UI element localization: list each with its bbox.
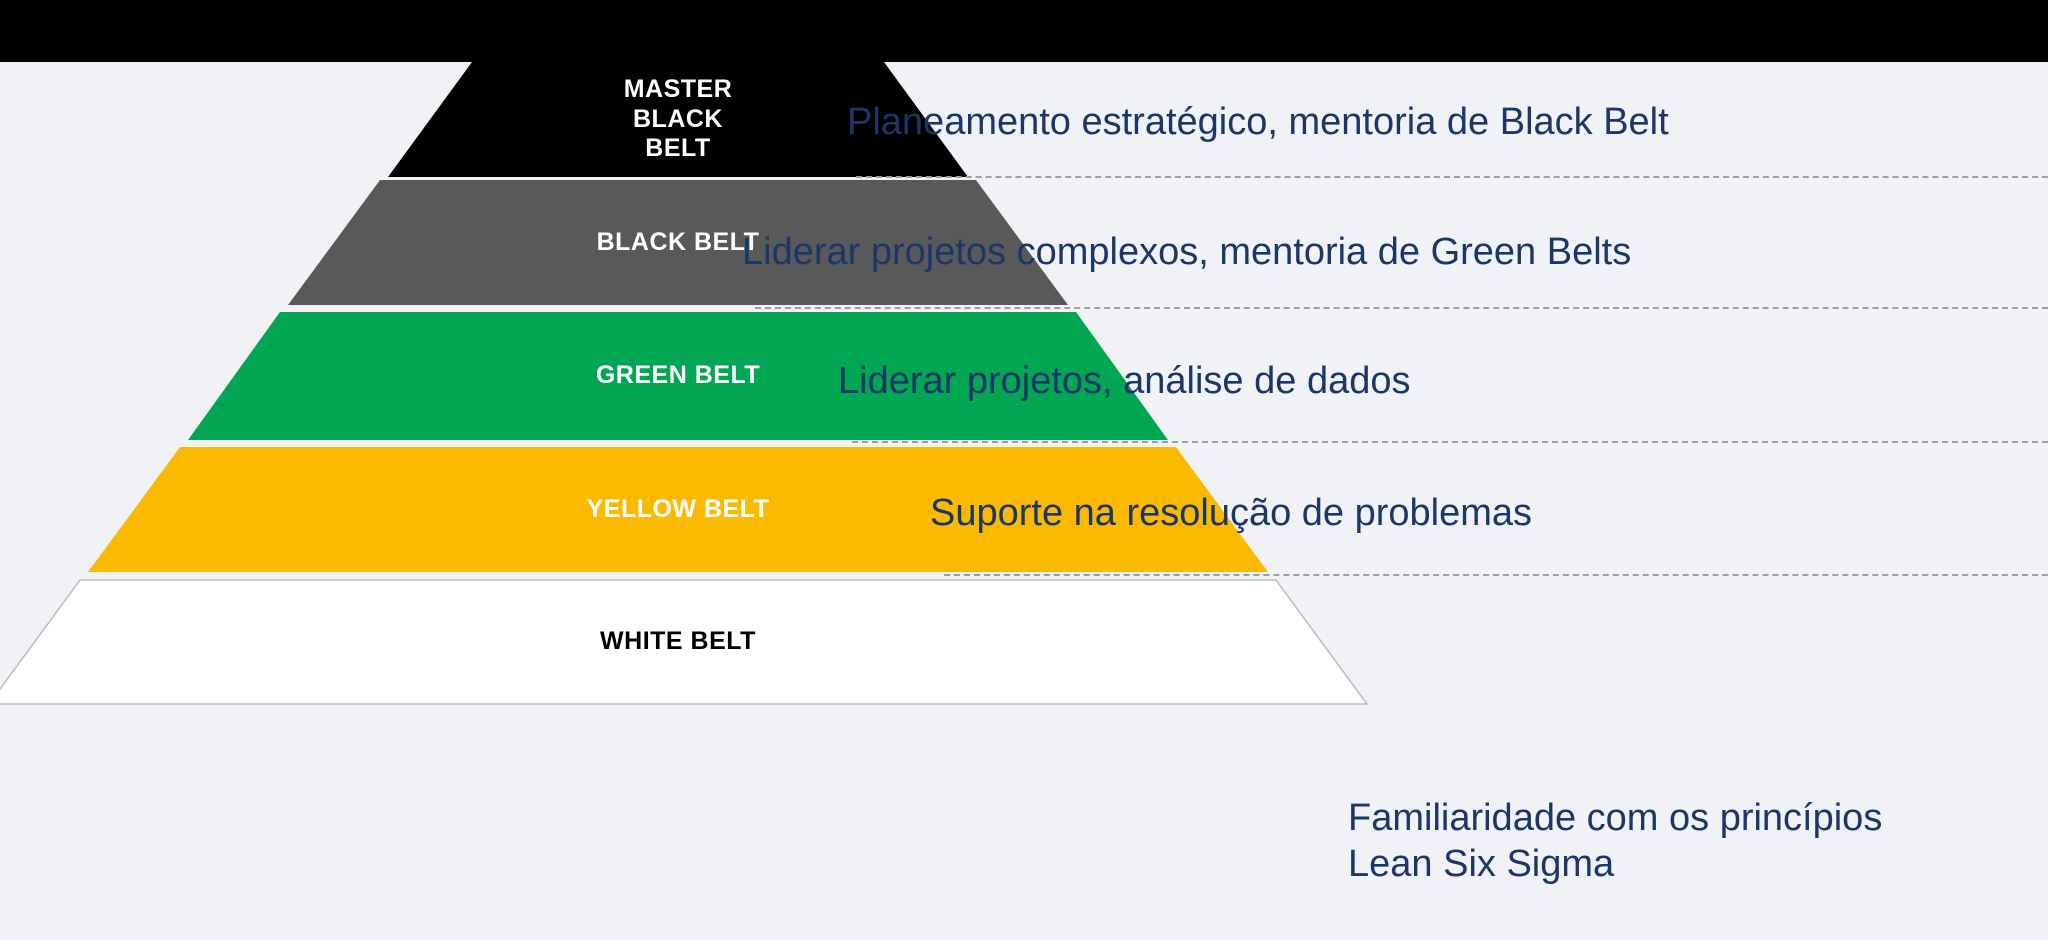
pyramid-description-black-belt: Liderar projetos complexos, mentoria de …: [742, 231, 1632, 273]
pyramid-description-white-belt: Familiaridade com os princípios Lean Six…: [1348, 797, 1883, 886]
pyramid-level-label-white-belt: WHITE BELT: [600, 626, 756, 655]
pyramid-level-master-black-belt[interactable]: MASTER BLACK BELT: [388, 62, 968, 177]
black-belt-shape: [288, 180, 1068, 305]
master-black-belt-shape: [388, 62, 968, 177]
pyramid-level-label-green-belt: GREEN BELT: [595, 361, 761, 390]
pyramid-description-green-belt: Liderar projetos, análise de dados: [838, 360, 1411, 402]
pyramid-level-green-belt[interactable]: GREEN BELT: [188, 312, 1168, 440]
green-belt-shape: [188, 312, 1168, 440]
pyramid-description-yellow-belt: Suporte na resolução de problemas: [930, 492, 1533, 534]
pyramid-level-label-master-black-belt: MASTER BLACK BELT: [623, 75, 733, 163]
white-belt-shape: [0, 579, 1368, 705]
top-black-bar: [0, 0, 2048, 62]
pyramid-level-label-yellow-belt: YELLOW BELT: [586, 494, 770, 523]
separator-line-4: [944, 574, 2048, 576]
pyramid-description-master-black-belt: Planeamento estratégico, mentoria de Bla…: [847, 101, 1669, 143]
pyramid-level-yellow-belt[interactable]: YELLOW BELT: [88, 447, 1268, 572]
pyramid-level-white-belt[interactable]: WHITE BELT: [0, 579, 1368, 705]
yellow-belt-shape: [88, 447, 1268, 572]
separator-line-2: [755, 307, 2048, 309]
pyramid-level-black-belt[interactable]: BLACK BELT: [288, 180, 1068, 305]
separator-line-1: [856, 176, 2048, 178]
separator-line-3: [852, 441, 2048, 443]
pyramid-level-label-black-belt: BLACK BELT: [596, 227, 760, 256]
